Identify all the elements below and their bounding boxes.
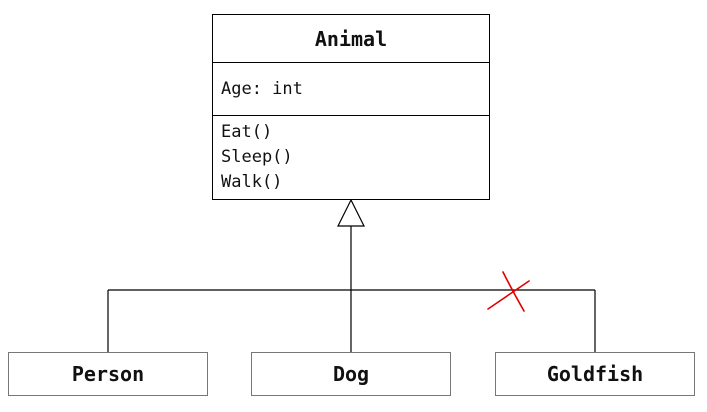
subclass-name: Person [71, 362, 145, 386]
red-cross-mark-icon [487, 271, 530, 312]
class-name: Animal [213, 15, 489, 63]
person-class-box: Person [8, 352, 208, 396]
class-attributes: Age: int [213, 63, 489, 116]
animal-class-box: Animal Age: int Eat() Sleep() Walk() [212, 14, 490, 200]
subclass-name: Dog [332, 362, 370, 386]
method-walk: Walk() [221, 172, 283, 192]
attribute-age: Age: int [221, 79, 303, 99]
class-methods: Eat() Sleep() Walk() [213, 116, 489, 195]
generalization-arrow-icon [337, 198, 365, 227]
method-sleep: Sleep() [221, 147, 293, 167]
subclass-name: Goldfish [546, 362, 644, 386]
goldfish-class-box: Goldfish [495, 352, 695, 396]
method-eat: Eat() [221, 122, 273, 142]
dog-class-box: Dog [251, 352, 451, 396]
